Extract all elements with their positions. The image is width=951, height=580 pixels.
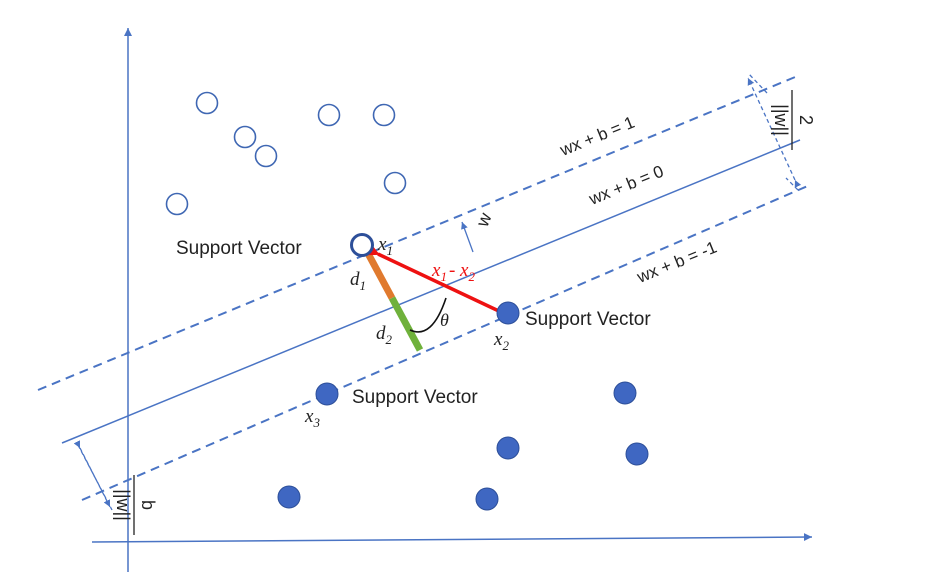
filled-point	[613, 381, 637, 405]
margin-width-denominator: ||w||	[771, 104, 791, 136]
support-vector-label-x2: Support Vector	[525, 309, 651, 330]
open-point	[317, 103, 341, 127]
distance-label-d1: d1	[350, 269, 366, 293]
difference-vector-arrow	[364, 242, 504, 315]
open-point	[254, 144, 278, 168]
margin-width-extent-top	[747, 72, 768, 94]
decision-boundary-label: wx + b = 0	[585, 162, 666, 209]
normal-vector-label: w	[472, 209, 496, 230]
angle-arc	[409, 297, 447, 333]
filled-point	[625, 442, 649, 466]
support-vector-x2	[496, 301, 520, 325]
support-vector-label-x1: Support Vector	[176, 238, 302, 259]
open-point	[383, 171, 407, 195]
distance-d2-segment	[388, 296, 424, 352]
filled-point	[277, 485, 301, 509]
point-label-x2: x2	[493, 329, 509, 353]
open-class-points	[165, 91, 407, 216]
margin-bottom-label: wx + b = -1	[633, 238, 719, 287]
margin-width-fraction: 2 ||w||	[771, 90, 816, 150]
margin-width-arrow	[747, 77, 802, 188]
point-label-x1: x1	[377, 234, 393, 258]
decision-boundary-line	[61, 139, 801, 444]
filled-point	[496, 436, 520, 460]
support-vector-label-x3: Support Vector	[352, 387, 478, 408]
point-label-x3: x3	[304, 406, 320, 430]
normal-vector-arrow	[461, 221, 474, 253]
margin-width-numerator: 2	[796, 115, 816, 125]
open-point	[233, 125, 257, 149]
difference-vector-label: x1- x2	[431, 260, 475, 284]
bias-fraction: b ||w||	[113, 475, 158, 535]
open-point	[165, 192, 189, 216]
bias-numerator: b	[138, 500, 158, 510]
filled-class-points	[277, 381, 649, 511]
open-point	[372, 103, 396, 127]
margin-line-top	[37, 74, 801, 391]
x-axis	[91, 533, 813, 543]
filled-point	[475, 487, 499, 511]
open-point	[195, 91, 219, 115]
margin-line-bottom	[81, 184, 811, 501]
angle-label: θ	[440, 310, 449, 330]
support-vector-x3	[315, 382, 339, 406]
margin-width-extent-bottom	[785, 177, 799, 191]
distance-label-d2: d2	[376, 323, 393, 347]
margin-top-label: wx + b = 1	[556, 113, 637, 160]
support-vector-x1	[350, 233, 374, 257]
bias-denominator: ||w||	[113, 489, 133, 521]
